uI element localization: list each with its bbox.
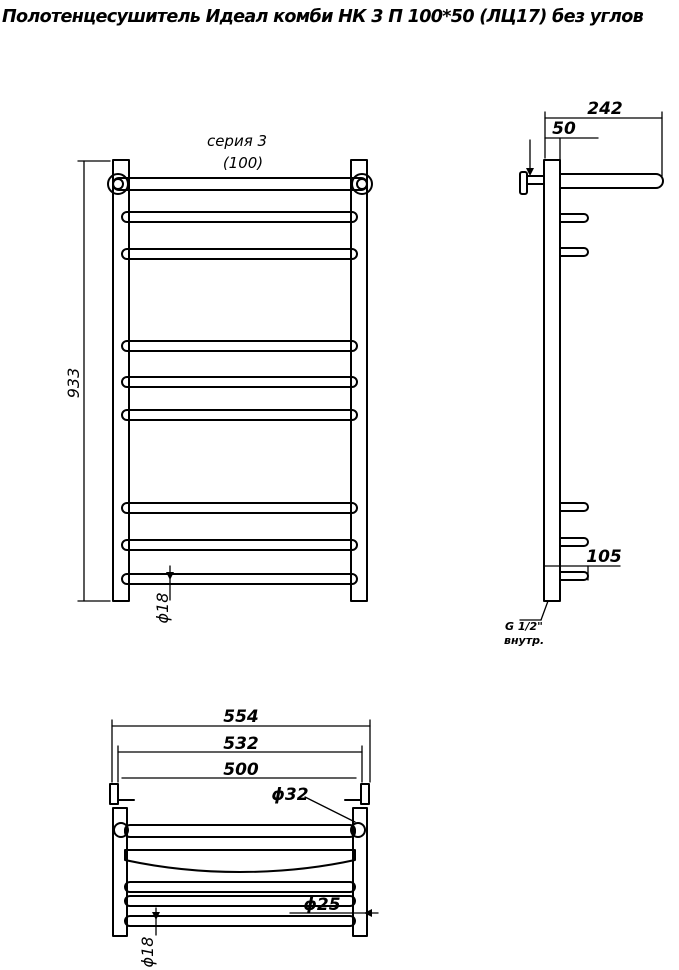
bottom-pipe: ϕ18 (138, 937, 157, 968)
rung (121, 248, 358, 260)
left-column-top (112, 807, 128, 937)
top-bar-plan (124, 824, 356, 838)
bottom-view (109, 719, 379, 937)
rung (121, 211, 358, 223)
curved-shelf (124, 849, 356, 873)
page-title: Полотенцесушитель Идеал комби НК 3 П 100… (2, 7, 644, 27)
lower-bar (124, 881, 356, 893)
front-bottom-pipe: ϕ18 (153, 593, 172, 624)
right-wall-post (360, 783, 370, 805)
thread-sub: внутр. (504, 634, 544, 647)
pipe-bar: ϕ25 (303, 895, 340, 915)
right-fitting-inner (356, 178, 368, 190)
right-fitting (351, 173, 373, 195)
rung (121, 539, 358, 551)
side-depth-top: 50 (552, 119, 576, 139)
left-fitting-inner (112, 178, 124, 190)
lower-bar (124, 895, 356, 907)
rung (121, 340, 358, 352)
side-depth-bottom: 105 (586, 547, 622, 567)
right-pipe (350, 822, 366, 838)
right-column-top (352, 807, 368, 937)
side-top-bar (559, 173, 664, 189)
front-view (77, 159, 373, 602)
left-wall-post (109, 783, 119, 805)
side-column (543, 159, 561, 602)
wall-fitting-nut (519, 171, 528, 195)
left-pipe (113, 822, 129, 838)
left-fitting (107, 173, 129, 195)
series-label: серия 3 (207, 132, 267, 150)
width-inner: 500 (223, 760, 259, 780)
top-bar (112, 177, 368, 191)
rung (121, 376, 358, 388)
left-column (112, 159, 130, 602)
rung-stub (559, 247, 589, 257)
height-dimension: 933 (64, 368, 83, 399)
rung (121, 573, 358, 585)
right-column (350, 159, 368, 602)
rung-stub (559, 502, 589, 512)
side-view (519, 111, 664, 621)
rung-stub (559, 213, 589, 223)
rung (121, 409, 358, 421)
rung-stub (559, 571, 589, 581)
thread-label: G 1/2" (505, 620, 543, 633)
wall-fitting (526, 175, 545, 185)
width-mid: 532 (223, 734, 259, 754)
width-total: 554 (223, 707, 259, 727)
pipe-main: ϕ32 (271, 785, 308, 805)
rung-stub (559, 537, 589, 547)
side-depth-total: 242 (587, 99, 623, 119)
series-sub: (100) (223, 154, 263, 172)
lower-bar (124, 915, 356, 927)
rung (121, 502, 358, 514)
